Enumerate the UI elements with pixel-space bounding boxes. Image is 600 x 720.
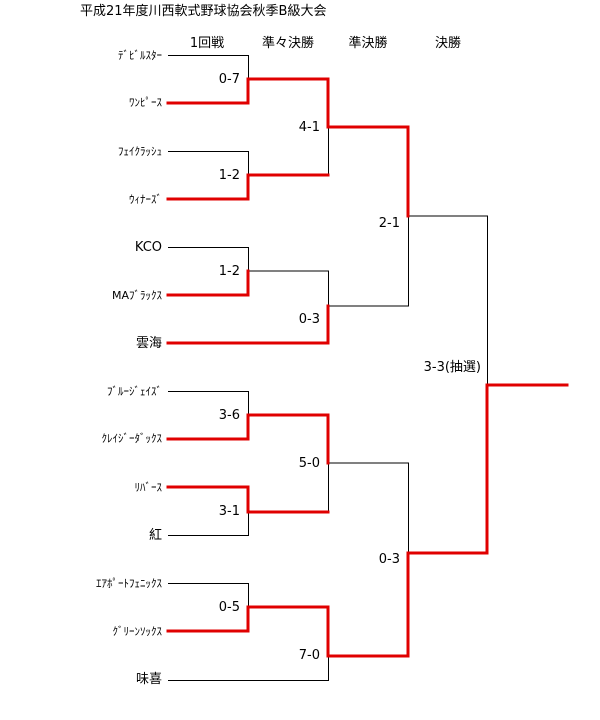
- bracket-line: [326, 551, 410, 658]
- match-score: 5-0: [298, 456, 320, 471]
- team-label: ｴｱﾎﾟｰﾄﾌｪﾆｯｸｽ: [96, 577, 162, 590]
- match-score: 0-5: [218, 600, 240, 615]
- team-label: 味喜: [135, 672, 162, 687]
- match-score: 4-1: [298, 120, 320, 135]
- bracket-line: [166, 304, 330, 345]
- team-label: ｸﾚｲｼﾞｰﾀﾞｯｸｽ: [101, 432, 163, 445]
- team-label: MAﾌﾞﾗｯｸｽ: [111, 289, 162, 302]
- match-score: 3-1: [218, 504, 240, 519]
- round-header-sf: 準決勝: [348, 36, 388, 51]
- tournament-title: 平成21年度川西軟式野球協会秋季B級大会: [80, 4, 327, 19]
- winner-lines: [166, 77, 569, 658]
- match-score: 1-2: [218, 264, 240, 279]
- bracket-line: [166, 269, 250, 297]
- team-label: ﾜﾝﾋﾟｰｽ: [129, 96, 162, 109]
- bracket-line: [166, 173, 330, 201]
- bracket-line: [168, 151, 249, 175]
- team-label: ﾃﾞﾋﾞﾙｽﾀｰ: [118, 49, 162, 62]
- round-header-r1: 1回戦: [189, 36, 225, 51]
- team-label: ﾌｪｲｸﾗｯｼｭ: [118, 145, 162, 158]
- match-score: 0-3: [298, 312, 320, 327]
- team-label: ｸﾞﾘｰﾝｿｯｸｽ: [112, 625, 163, 638]
- bracket-line: [166, 413, 330, 465]
- team-label: KCO: [134, 240, 162, 255]
- match-score: 1-2: [218, 168, 240, 183]
- bracket-line: [408, 215, 488, 385]
- team-label: ﾌﾞﾙｰｼﾞｪｲｽﾞ: [107, 385, 162, 398]
- match-score: 0-3: [378, 552, 400, 567]
- loser-lines: [168, 55, 488, 681]
- bracket-line: [168, 55, 249, 79]
- bracket-line: [168, 247, 249, 271]
- bracket-line: [168, 656, 329, 681]
- match-score: 0-7: [218, 72, 240, 87]
- match-score: 3-6: [218, 408, 240, 423]
- team-label: 紅: [148, 528, 162, 543]
- bracket-line: [166, 77, 330, 129]
- match-score: 2-1: [378, 216, 400, 231]
- match-score: 7-0: [298, 648, 320, 663]
- bracket-line: [326, 125, 410, 218]
- bracket-line: [328, 216, 409, 307]
- bracket-line: [168, 583, 249, 607]
- bracket-line: [166, 605, 330, 658]
- bracket-line: [406, 383, 569, 555]
- round-header-qf: 準々決勝: [261, 36, 315, 51]
- final-score: 3-3(抽選): [423, 360, 481, 375]
- round-header-final: 決勝: [434, 36, 462, 51]
- bracket-line: [168, 512, 249, 536]
- team-label: ｳｨﾅｰｽﾞ: [129, 193, 162, 206]
- bracket-line: [168, 391, 249, 415]
- bracket-line: [328, 462, 409, 553]
- team-label: ﾘﾊﾞｰｽ: [134, 481, 163, 494]
- bracket-line: [166, 485, 330, 514]
- team-label: 雲海: [135, 336, 162, 351]
- bracket-line: [248, 270, 329, 306]
